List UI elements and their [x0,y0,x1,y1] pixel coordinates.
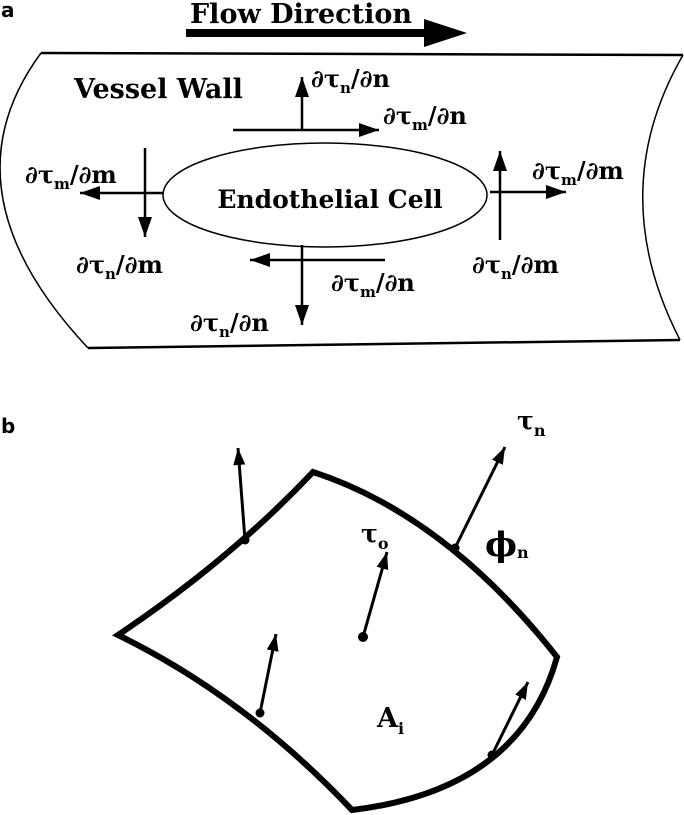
gradient-label-bottom-normal: ∂τn/∂n [190,308,269,341]
label-sub: n [534,421,546,440]
label-pre: ∂τ [76,250,105,279]
label-sub: n [219,323,230,341]
label-sub: n [340,79,351,97]
label-pre: ϕ [485,525,517,565]
area-label: Ai [376,703,404,738]
label-post: /∂m [577,156,624,185]
normal-arrow-tau-o-icon [361,551,389,638]
normal-arrow-tau-n-icon [453,446,507,549]
endothelial-cell-ellipse [162,142,488,248]
gradient-label-bottom-tangential: ∂τm/∂n [331,268,415,301]
label-sub: m [54,175,70,193]
base-dot-tau-n [450,543,460,553]
panel-a-letter: a [1,0,15,22]
gradient-label-top-normal: ∂τn/∂n [311,64,390,97]
label-pre: ∂τ [25,160,54,189]
normal-arrow-bottom-right-icon [490,681,530,756]
tau-o-label: τo [361,519,389,553]
phi-n-label: ϕn [485,525,529,565]
vessel-wall-label: Vessel Wall [73,74,243,105]
gradient-label-left-tangential: ∂τm/∂m [25,160,117,193]
label-pre: ∂τ [532,156,561,185]
base-dot-tau-o [358,632,368,642]
gradient-label-left-normal: ∂τn/∂m [76,250,163,283]
label-pre: A [376,703,399,734]
label-pre: ∂τ [190,308,219,337]
vessel-wall-right-edge [642,54,684,341]
gradient-label-top-tangential: ∂τm/∂n [383,101,467,134]
label-sub: m [561,171,577,189]
label-sub: n [105,265,116,283]
surface-patch-outline [111,468,561,814]
flow-direction-label: Flow Direction [190,0,412,30]
base-dot-bottom-right [487,750,497,760]
vessel-wall-top-edge [40,51,684,57]
label-sub: n [517,543,529,562]
label-sub: n [501,265,512,283]
label-post: /∂m [116,250,163,279]
label-pre: τ [517,406,534,435]
label-post: /∂n [351,64,390,93]
label-post: /∂m [70,160,117,189]
label-sub: m [360,283,376,301]
label-sub: m [412,116,428,134]
gradient-label-right-tangential: ∂τm/∂m [532,156,624,189]
flow-direction-arrow-icon [186,19,467,47]
panel-b: b τn ϕn τo Ai [1,406,561,814]
tau-n-label: τn [517,406,546,440]
base-dot-bottom-left [255,708,265,718]
vessel-wall-left-edge [0,52,89,349]
label-sub: o [378,534,389,553]
label-post: /∂n [428,101,467,130]
endothelial-cell-label: Endothelial Cell [217,185,442,214]
label-pre: ∂τ [311,64,340,93]
label-post: /∂n [230,308,269,337]
gradient-label-right-normal: ∂τn/∂m [472,250,559,283]
vessel-wall-bottom-edge [87,338,681,350]
label-pre: ∂τ [472,250,501,279]
label-sub: i [398,719,404,738]
panel-b-letter: b [1,414,15,438]
label-pre: ∂τ [383,101,412,130]
label-pre: ∂τ [331,268,360,297]
base-dot-top-left [240,535,250,545]
normal-arrow-bottom-left-icon [258,633,279,714]
label-pre: τ [361,519,378,548]
label-post: /∂n [376,268,415,297]
panel-a: a Flow Direction Vessel Wall Endothelial… [0,0,684,350]
label-post: /∂m [512,250,559,279]
normal-arrow-top-left-icon [233,447,247,541]
